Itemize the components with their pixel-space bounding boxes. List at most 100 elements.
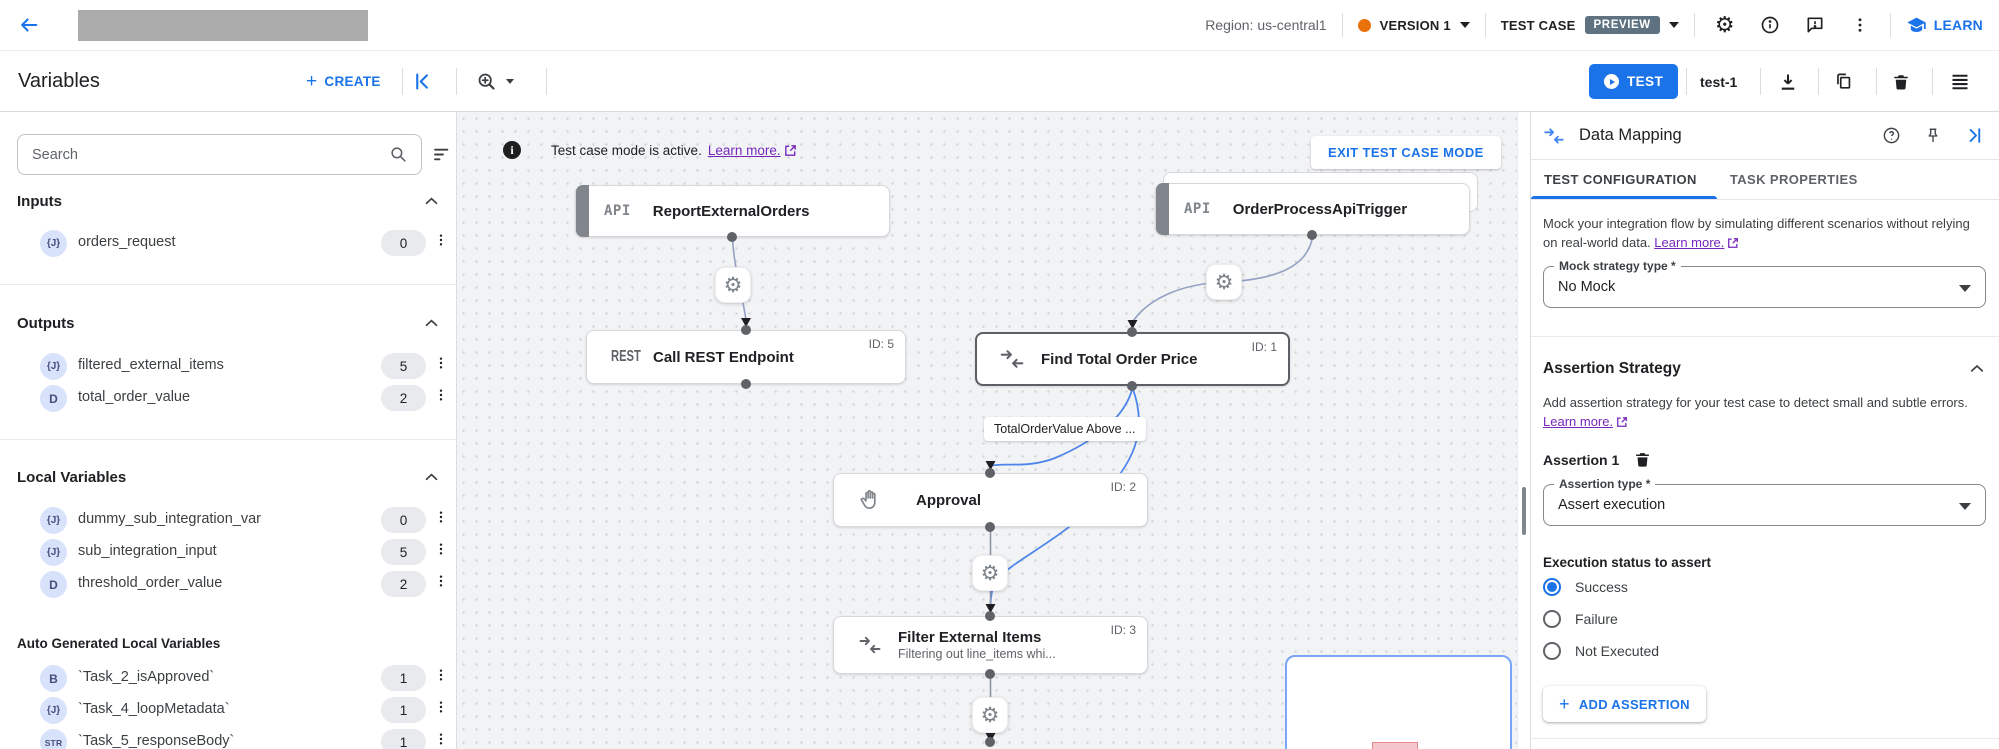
add-assertion-button[interactable]: + ADD ASSERTION xyxy=(1543,686,1706,722)
edge-settings-gear-icon[interactable]: ⚙ xyxy=(715,267,751,303)
variables-sidebar: Inputs {J} orders_request 0 Outputs {J} … xyxy=(0,112,457,749)
section-header-inputs[interactable]: Inputs xyxy=(17,186,440,216)
kebab-menu-icon[interactable] xyxy=(433,731,449,747)
panel-title: Data Mapping xyxy=(1579,126,1682,144)
feedback-button[interactable] xyxy=(1800,10,1830,40)
edge-settings-gear-icon[interactable]: ⚙ xyxy=(972,697,1008,733)
test-button[interactable]: TEST xyxy=(1589,64,1679,99)
kebab-menu-icon[interactable] xyxy=(433,699,449,715)
edge-settings-gear-icon[interactable]: ⚙ xyxy=(972,555,1008,591)
collapse-panel-button[interactable] xyxy=(1965,126,1984,145)
node-filter-external-items[interactable]: Filter External Items Filtering out line… xyxy=(833,616,1148,674)
assertion-type-select[interactable]: Assertion type * Assert execution xyxy=(1543,477,1986,526)
node-find-total-order-price[interactable]: Find Total Order Price ID: 1 xyxy=(975,332,1290,386)
scrollbar-thumb[interactable] xyxy=(1522,487,1526,535)
learn-more-link[interactable]: Learn more. xyxy=(708,143,797,158)
collapse-left-icon xyxy=(416,73,428,90)
variable-name: `Task_2_isApproved` xyxy=(78,669,215,685)
download-button[interactable] xyxy=(1778,51,1798,112)
learn-button[interactable]: LEARN xyxy=(1906,15,1983,36)
info-button[interactable] xyxy=(1755,10,1785,40)
radio-selected-icon[interactable] xyxy=(1543,578,1561,596)
mock-strategy-select[interactable]: Mock strategy type * No Mock xyxy=(1543,259,1986,308)
connector-dot xyxy=(1127,381,1137,391)
type-badge-double: D xyxy=(40,571,67,598)
chevron-up-icon[interactable] xyxy=(423,315,440,332)
chevron-up-icon[interactable] xyxy=(423,469,440,486)
divider xyxy=(1693,13,1695,37)
type-badge-json: {J} xyxy=(40,507,67,534)
radio-label: Not Executed xyxy=(1575,643,1660,659)
divider xyxy=(1818,68,1819,95)
chevron-up-icon[interactable] xyxy=(1968,360,1986,378)
node-title: Approval xyxy=(916,491,982,509)
kebab-menu-icon[interactable] xyxy=(433,387,449,403)
zoom-control[interactable] xyxy=(476,51,514,112)
section-header-local-variables[interactable]: Local Variables xyxy=(17,462,440,492)
assertion-strategy-header[interactable]: Assertion Strategy xyxy=(1543,360,1986,378)
exit-test-case-mode-button[interactable]: EXIT TEST CASE MODE xyxy=(1311,136,1501,169)
variable-name: sub_integration_input xyxy=(78,543,217,559)
tab-task-properties[interactable]: TASK PROPERTIES xyxy=(1729,172,1858,187)
sort-icon[interactable] xyxy=(432,144,453,165)
usage-count-badge: 1 xyxy=(381,697,426,723)
radio-row-success[interactable]: Success xyxy=(1543,572,1986,602)
chevron-up-icon[interactable] xyxy=(423,193,440,210)
kebab-menu-icon[interactable] xyxy=(433,541,449,557)
node-title: Call REST Endpoint xyxy=(653,348,794,366)
preview-badge: PREVIEW xyxy=(1584,16,1660,34)
node-order-process-api-trigger[interactable]: API OrderProcessApiTrigger xyxy=(1155,183,1470,235)
node-title: Find Total Order Price xyxy=(1041,350,1198,368)
field-label: Assertion type * xyxy=(1554,477,1656,491)
chevron-down-icon xyxy=(1959,285,1971,292)
more-options-button[interactable] xyxy=(1845,10,1875,40)
kebab-menu-icon[interactable] xyxy=(433,509,449,525)
node-approval[interactable]: Approval ID: 2 xyxy=(833,473,1148,527)
radio-row-not-executed[interactable]: Not Executed xyxy=(1543,636,1986,666)
flow-canvas[interactable]: i Test case mode is active. Learn more. … xyxy=(457,112,1530,749)
field-value: No Mock xyxy=(1558,279,1616,295)
search-input[interactable] xyxy=(17,134,422,175)
edge-condition-label[interactable]: TotalOrderValue Above ... xyxy=(984,417,1146,441)
variable-name: `Task_5_responseBody` xyxy=(78,733,235,749)
mock-description-text: Mock your integration flow by simulating… xyxy=(1543,216,1970,250)
chevron-down-icon xyxy=(506,79,514,84)
section-title: Auto Generated Local Variables xyxy=(17,635,221,651)
kebab-menu-icon[interactable] xyxy=(433,573,449,589)
test-case-selector[interactable]: TEST CASE PREVIEW xyxy=(1501,16,1679,34)
tab-test-configuration[interactable]: TEST CONFIGURATION xyxy=(1531,160,1717,199)
variable-name: orders_request xyxy=(78,234,176,250)
collapse-sidebar-button[interactable] xyxy=(412,51,433,112)
delete-assertion-button[interactable] xyxy=(1634,451,1651,468)
version-selector[interactable]: VERSION 1 xyxy=(1357,18,1470,33)
variable-row: {J} dummy_sub_integration_var 0 xyxy=(0,505,456,535)
selected-node-outline[interactable] xyxy=(1285,655,1512,749)
learn-more-link[interactable]: Learn more. xyxy=(1543,412,1628,431)
copy-icon xyxy=(1837,73,1851,89)
chevron-down-icon xyxy=(1668,22,1679,28)
radio-icon[interactable] xyxy=(1543,642,1561,660)
edge-settings-gear-icon[interactable]: ⚙ xyxy=(1206,264,1242,300)
help-icon xyxy=(1883,127,1900,144)
node-report-external-orders[interactable]: API ReportExternalOrders xyxy=(575,185,890,237)
copy-button[interactable] xyxy=(1834,51,1853,112)
settings-button[interactable]: ⚙ xyxy=(1710,10,1740,40)
radio-label: Failure xyxy=(1575,611,1618,627)
node-call-rest-endpoint[interactable]: REST Call REST Endpoint ID: 5 xyxy=(586,330,906,384)
radio-row-failure[interactable]: Failure xyxy=(1543,604,1986,634)
kebab-menu-icon[interactable] xyxy=(433,232,449,248)
help-button[interactable] xyxy=(1882,126,1901,145)
region-label: Region: us-central1 xyxy=(1205,17,1327,33)
log-list-button[interactable] xyxy=(1950,51,1970,112)
download-icon xyxy=(1781,74,1795,90)
learn-more-link[interactable]: Learn more. xyxy=(1654,233,1739,252)
section-title: Assertion Strategy xyxy=(1543,360,1681,377)
create-variable-button[interactable]: + CREATE xyxy=(306,51,381,112)
kebab-menu-icon[interactable] xyxy=(433,355,449,371)
section-header-outputs[interactable]: Outputs xyxy=(17,308,440,338)
delete-button[interactable] xyxy=(1892,51,1910,112)
kebab-menu-icon[interactable] xyxy=(433,667,449,683)
back-button[interactable] xyxy=(14,10,44,40)
pin-button[interactable] xyxy=(1924,127,1942,145)
radio-icon[interactable] xyxy=(1543,610,1561,628)
